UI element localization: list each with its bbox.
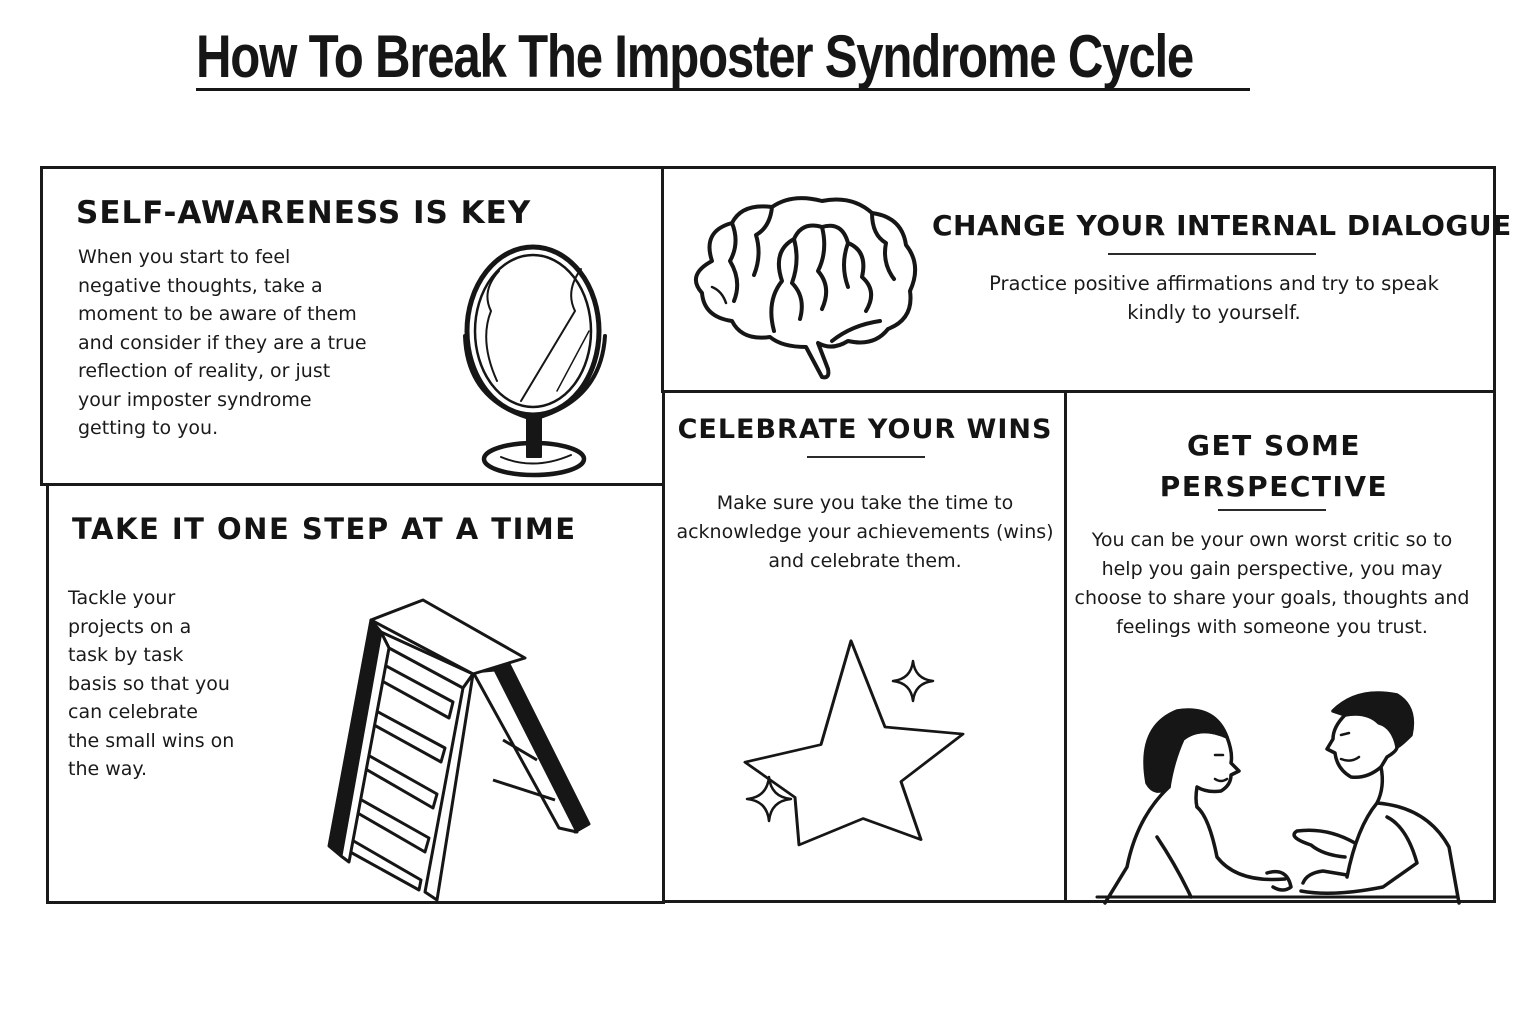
panel-body: You can be your own worst critic so to h… [1074, 529, 1470, 638]
panel-body: When you start to feel negative thoughts… [78, 246, 367, 439]
star-icon [743, 639, 965, 847]
heading-divider [1218, 509, 1326, 511]
title-underline [196, 88, 1250, 91]
page-title: How To Break The Imposter Syndrome Cycle [196, 23, 1194, 90]
mirror-icon [463, 244, 607, 478]
panel-heading: CELEBRATE YOUR WINS [677, 414, 1053, 445]
panel-body: Tackle your projects on a task by task b… [68, 587, 235, 780]
two-people-talking-icon [1095, 691, 1461, 905]
brain-icon [693, 196, 918, 380]
panel-self-awareness: SELF-AWARENESS IS KEY When you start to … [40, 166, 665, 486]
panel-body: Make sure you take the time to acknowled… [676, 492, 1054, 572]
panel-heading: GET SOME PERSPECTIVE [1159, 429, 1389, 503]
panel-body: Practice positive affirmations and try t… [989, 272, 1439, 324]
panel-heading: SELF-AWARENESS IS KEY [76, 195, 532, 231]
panel-celebrate: CELEBRATE YOUR WINS Make sure you take t… [662, 390, 1068, 903]
panel-one-step: TAKE IT ONE STEP AT A TIME Tackle your p… [46, 483, 665, 904]
heading-divider [807, 456, 925, 458]
panel-internal-dialogue: CHANGE YOUR INTERNAL DIALOGUE Practice p… [661, 166, 1511, 393]
ladder-icon [327, 598, 591, 902]
heading-divider [1108, 253, 1316, 255]
panel-heading: CHANGE YOUR INTERNAL DIALOGUE [932, 209, 1512, 242]
panel-heading: TAKE IT ONE STEP AT A TIME [72, 512, 577, 546]
panel-perspective: GET SOME PERSPECTIVE You can be your own… [1064, 390, 1496, 905]
